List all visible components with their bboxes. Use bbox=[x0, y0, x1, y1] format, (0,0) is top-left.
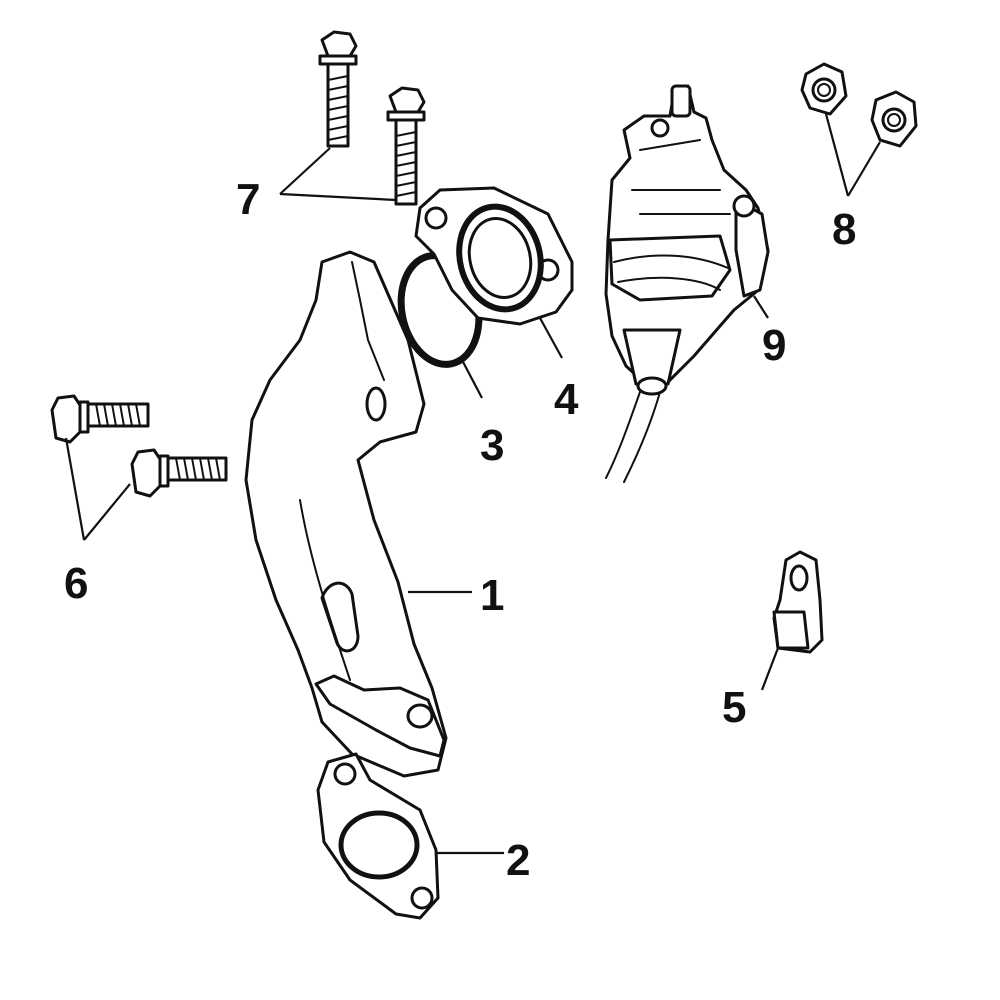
leader-9 bbox=[753, 295, 769, 319]
nut-8a bbox=[800, 62, 848, 116]
gasket-2 bbox=[316, 752, 440, 920]
cable-clamp-5 bbox=[772, 550, 824, 654]
leader-7 bbox=[279, 147, 397, 202]
bolt-7b bbox=[386, 86, 426, 206]
callout-4: 4 bbox=[554, 375, 579, 424]
leader-3 bbox=[461, 359, 483, 399]
intake-pipe-1 bbox=[244, 250, 448, 778]
callout-5: 5 bbox=[722, 683, 746, 732]
callout-2: 2 bbox=[506, 836, 530, 885]
callout-9: 9 bbox=[762, 321, 786, 370]
bolt-7a bbox=[318, 30, 358, 148]
leader-5 bbox=[760, 647, 780, 691]
bolt-6b bbox=[130, 448, 228, 498]
nut-8b bbox=[870, 90, 918, 148]
leader-8 bbox=[824, 113, 881, 197]
carburetor-9 bbox=[604, 84, 770, 483]
leader-6 bbox=[64, 437, 131, 541]
callout-1: 1 bbox=[480, 571, 504, 620]
callout-3: 3 bbox=[480, 421, 504, 470]
callout-6: 6 bbox=[64, 559, 88, 608]
callout-7: 7 bbox=[236, 175, 260, 224]
callout-8: 8 bbox=[832, 205, 856, 254]
leader-4 bbox=[539, 317, 563, 359]
leader-lines bbox=[64, 113, 881, 855]
insulator-flange-4 bbox=[414, 186, 574, 326]
bolt-6a bbox=[50, 394, 150, 444]
